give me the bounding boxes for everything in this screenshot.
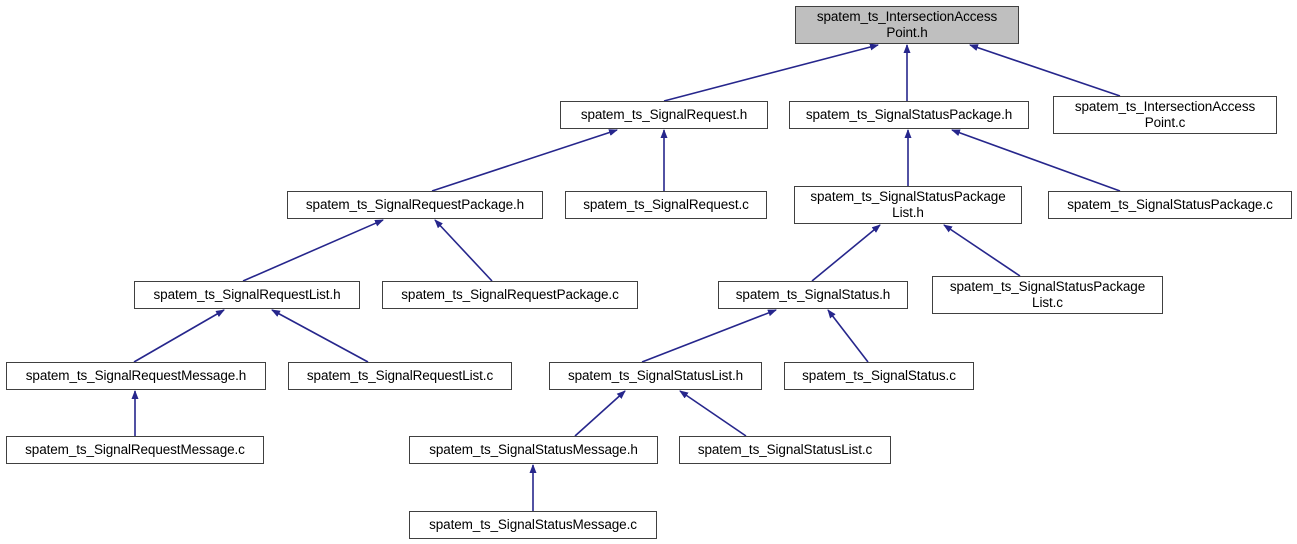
graph-node-n1[interactable]: spatem_ts_SignalRequest.h (560, 101, 768, 129)
graph-node-n6[interactable]: spatem_ts_SignalStatusPackage List.h (794, 186, 1022, 224)
graph-node-n7[interactable]: spatem_ts_SignalStatusPackage.c (1048, 191, 1292, 219)
graph-node-n10[interactable]: spatem_ts_SignalStatus.h (718, 281, 908, 309)
graph-node-n11[interactable]: spatem_ts_SignalStatusPackage List.c (932, 276, 1163, 314)
graph-node-n12[interactable]: spatem_ts_SignalRequestMessage.h (6, 362, 266, 390)
graph-node-n2[interactable]: spatem_ts_SignalStatusPackage.h (789, 101, 1029, 129)
graph-node-n13[interactable]: spatem_ts_SignalRequestList.c (288, 362, 512, 390)
graph-node-n0[interactable]: spatem_ts_IntersectionAccess Point.h (795, 6, 1019, 44)
graph-node-n16[interactable]: spatem_ts_SignalRequestMessage.c (6, 436, 264, 464)
graph-node-n14[interactable]: spatem_ts_SignalStatusList.h (549, 362, 762, 390)
graph-node-n5[interactable]: spatem_ts_SignalRequest.c (565, 191, 767, 219)
graph-node-n8[interactable]: spatem_ts_SignalRequestList.h (134, 281, 360, 309)
graph-node-n3[interactable]: spatem_ts_IntersectionAccess Point.c (1053, 96, 1277, 134)
graph-node-n17[interactable]: spatem_ts_SignalStatusMessage.h (409, 436, 658, 464)
graph-node-n4[interactable]: spatem_ts_SignalRequestPackage.h (287, 191, 543, 219)
graph-node-n19[interactable]: spatem_ts_SignalStatusMessage.c (409, 511, 657, 539)
graph-node-n15[interactable]: spatem_ts_SignalStatus.c (784, 362, 974, 390)
graph-node-n9[interactable]: spatem_ts_SignalRequestPackage.c (382, 281, 638, 309)
graph-node-n18[interactable]: spatem_ts_SignalStatusList.c (679, 436, 891, 464)
